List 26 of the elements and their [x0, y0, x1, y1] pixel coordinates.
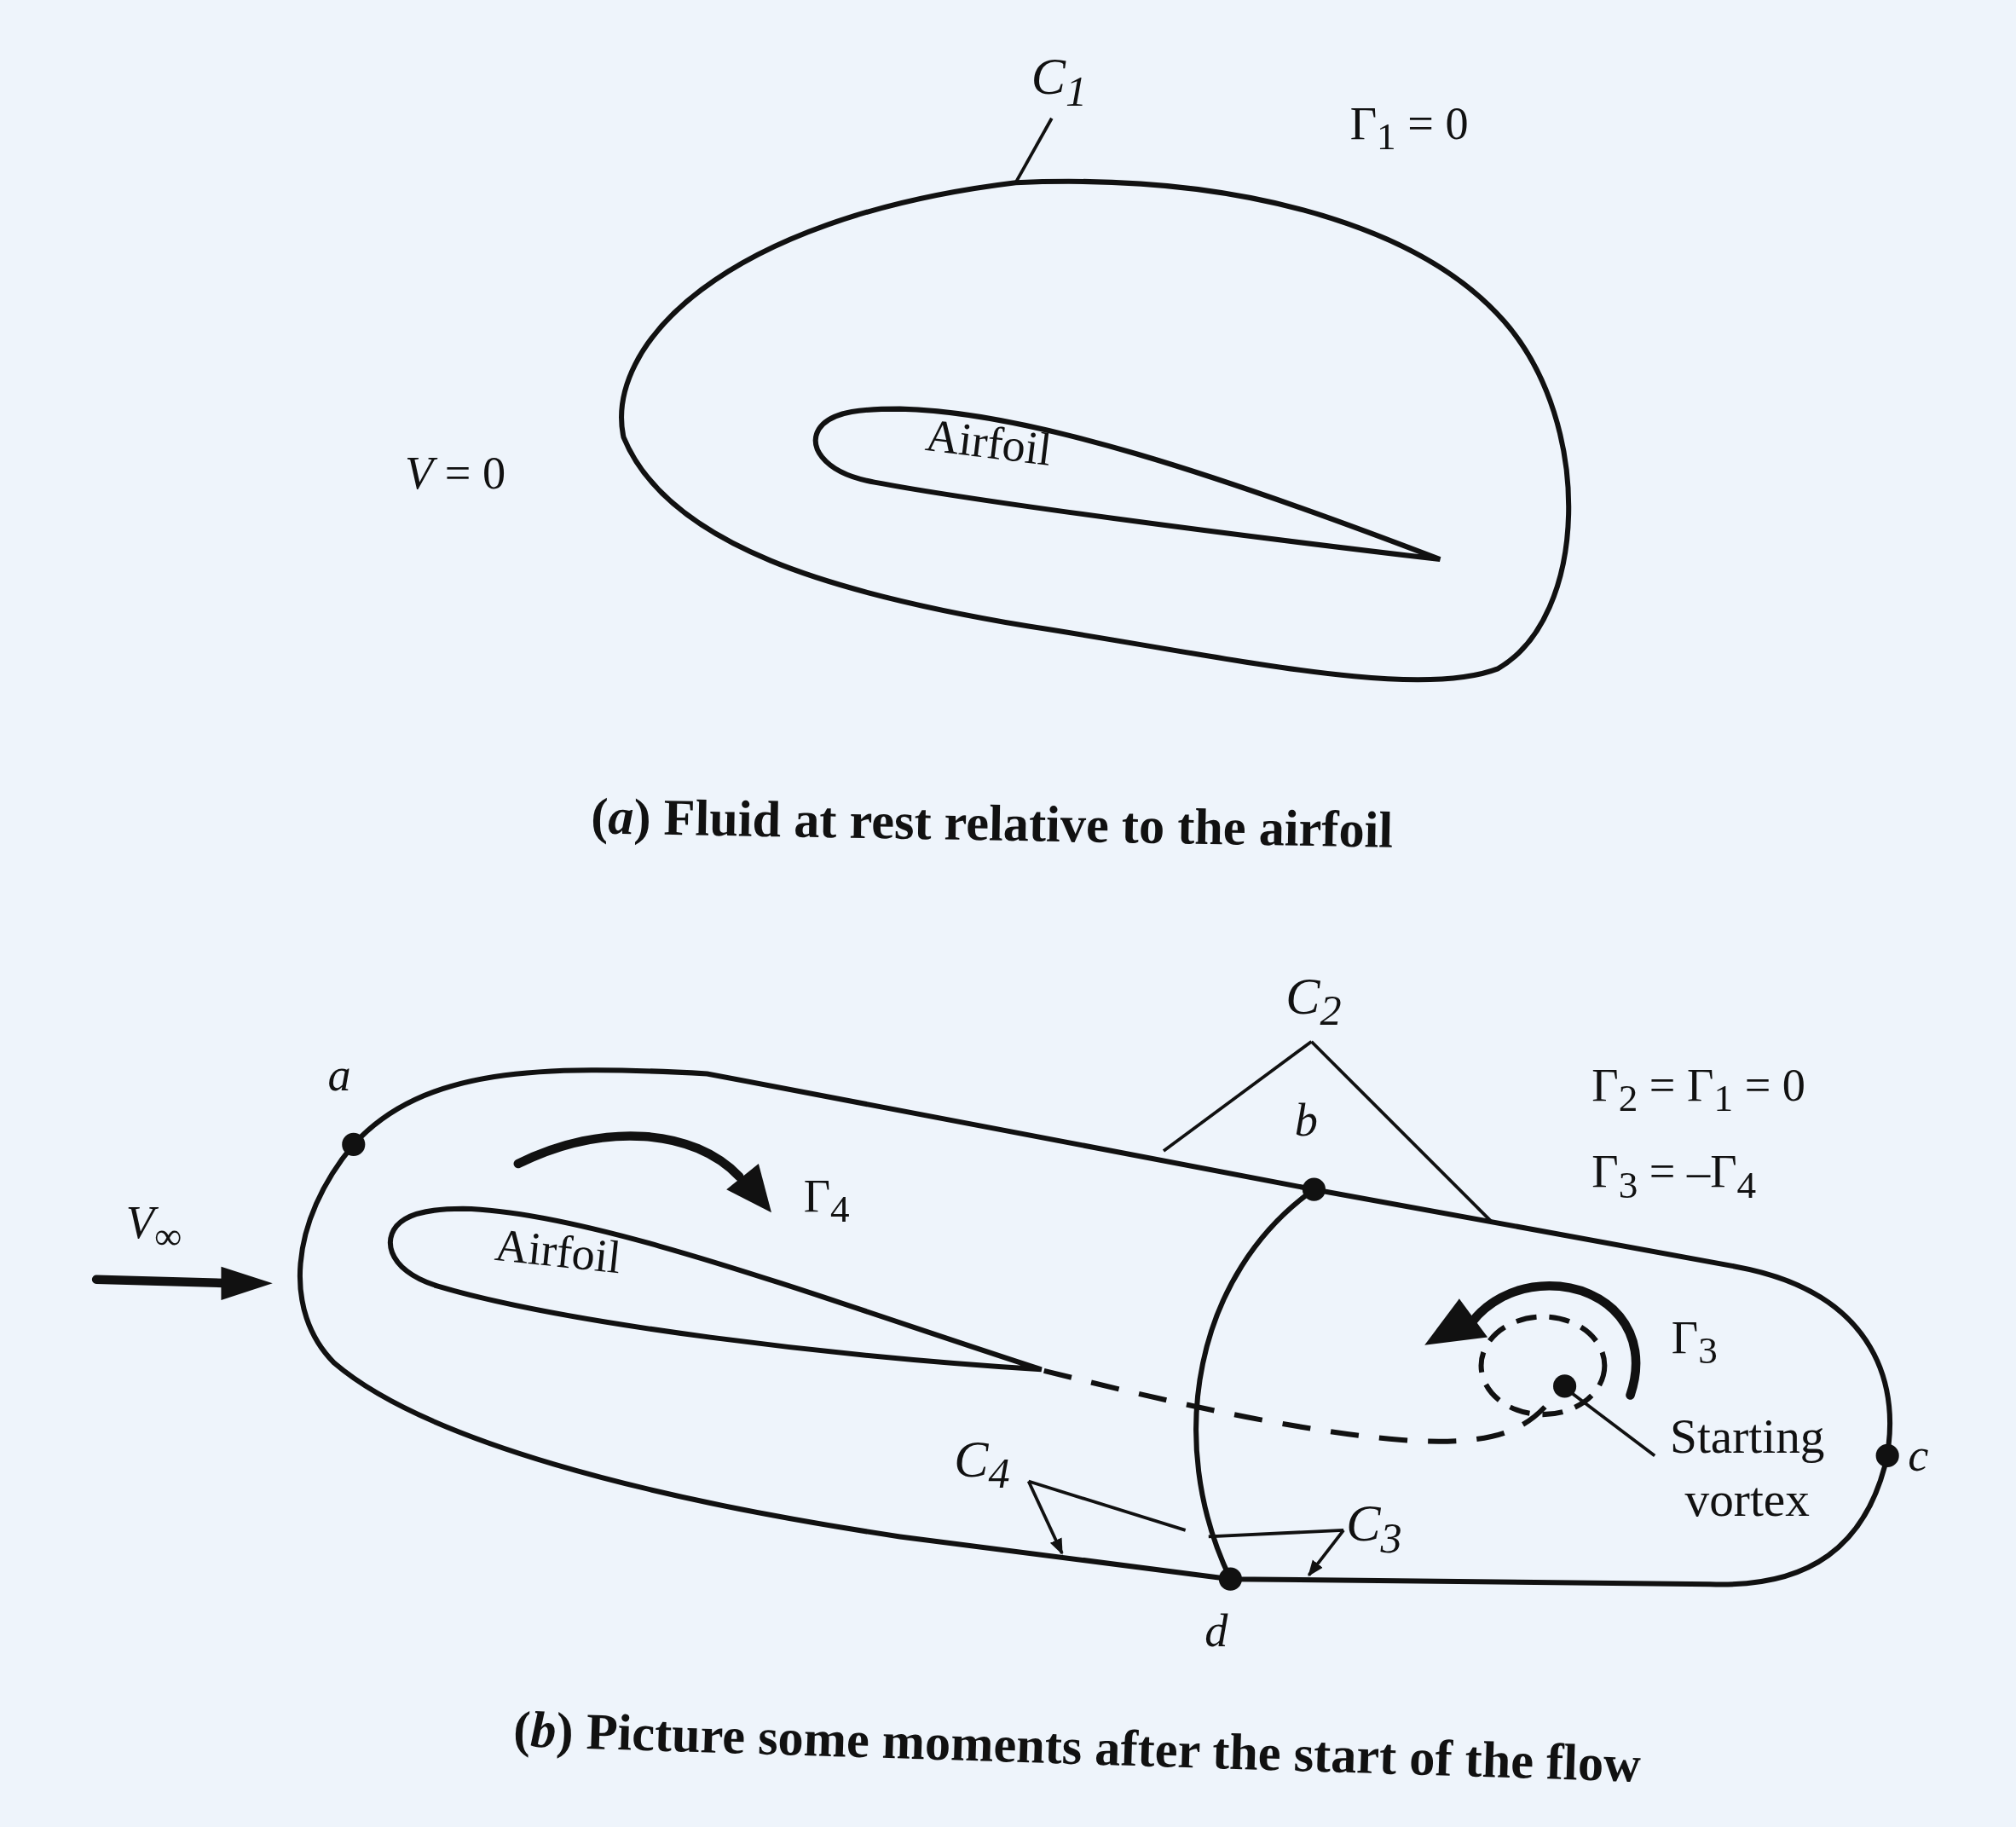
velocity-label: V$_{∞}$: [125, 1200, 182, 1256]
leader-line: [1026, 1480, 1064, 1555]
contour-label: C$_{4}$: [954, 1433, 1010, 1495]
point-label: b: [1294, 1096, 1318, 1143]
equation: V = 0: [405, 449, 506, 497]
contour-label: C$_{1}$: [1031, 51, 1088, 113]
point-label: c: [1908, 1432, 1929, 1479]
caption: (a) Fluid at rest relative to the airfoil: [590, 790, 1394, 857]
equation: Γ$_{3}$ = –Γ$_{4}$: [1591, 1148, 1757, 1205]
equation: Γ$_{1}$ = 0: [1349, 100, 1469, 156]
caption: (b) Picture some moments after the start of the flow: [512, 1703, 1642, 1791]
equation: Γ$_{2}$ = Γ$_{1}$ = 0: [1591, 1061, 1805, 1118]
vortex-label: Starting vortex: [1669, 1408, 1826, 1529]
contour-label: C$_{3}$: [1346, 1498, 1402, 1559]
circulation-label: Γ$_{3}$: [1671, 1314, 1718, 1370]
point-label: a: [327, 1051, 351, 1099]
leader-line: [1307, 1529, 1345, 1577]
circulation-label: Γ$_{4}$: [803, 1172, 850, 1229]
airfoil-label: Airfoil: [493, 1221, 623, 1281]
leader-line: [1162, 1040, 1313, 1153]
leader-line: [1028, 1479, 1187, 1532]
leader-line: [1570, 1390, 1656, 1457]
leader-line: [1208, 1529, 1344, 1539]
point-label: d: [1204, 1607, 1228, 1654]
contour-label: C$_{2}$: [1285, 970, 1342, 1032]
airfoil-label: Airfoil: [923, 411, 1054, 473]
